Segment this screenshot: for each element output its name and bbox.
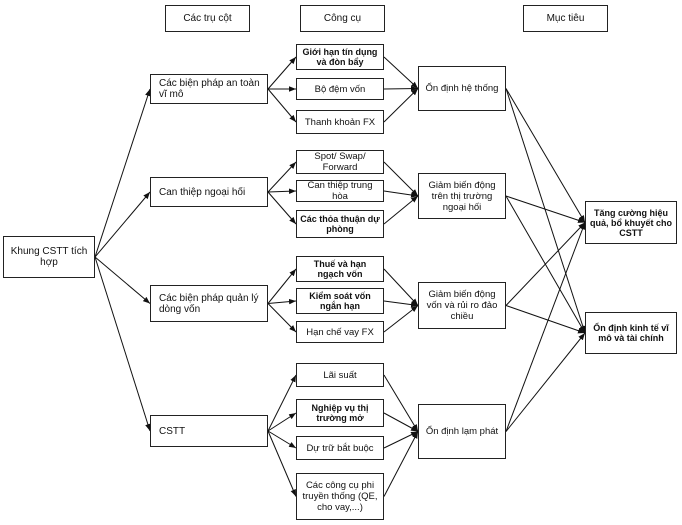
connector-arrow-root-to-p2	[94, 256, 151, 304]
root-node: Khung CSTT tích hợp	[3, 236, 95, 278]
connector-arrow-t2-to-g0	[383, 88, 419, 123]
connector-arrow-g3-to-f1	[505, 332, 586, 432]
tool-contingency-arrangements: Các thỏa thuận dự phòng	[296, 210, 384, 238]
tool-fx-borrowing-limits: Hạn chế vay FX	[296, 321, 384, 343]
header-pillars: Các trụ cột	[165, 5, 250, 32]
tool-fx-liquidity: Thanh khoản FX	[296, 110, 384, 134]
connector-arrow-p3-to-t10	[267, 412, 297, 432]
connector-arrow-t0-to-g0	[383, 56, 419, 89]
pillar-capital-flow-management: Các biện pháp quản lý dòng vốn	[150, 285, 268, 322]
header-tools: Công cụ	[300, 5, 385, 32]
tool-capital-buffer: Bộ đệm vốn	[296, 78, 384, 100]
connector-arrow-g2-to-f1	[505, 305, 586, 334]
connector-arrow-g0-to-f0	[505, 88, 586, 223]
connector-arrow-t5-to-g1	[383, 195, 419, 225]
connector-arrow-p0-to-t0	[267, 56, 297, 90]
connector-arrow-p3-to-t12	[267, 430, 297, 497]
tool-spot-swap-forward: Spot/ Swap/ Forward	[296, 150, 384, 174]
goal-reduce-fx-volatility: Giảm biến động trên thị trường ngoại hối	[418, 173, 506, 219]
connector-arrow-g3-to-f0	[505, 222, 586, 432]
connector-arrow-g1-to-f0	[505, 195, 586, 223]
connector-arrow-p1-to-t3	[267, 161, 297, 193]
tool-sterilized-intervention: Can thiệp trung hòa	[296, 180, 384, 202]
connector-arrow-t4-to-g1	[383, 190, 419, 198]
connector-arrow-p2-to-t7	[267, 298, 297, 305]
connector-arrow-p2-to-t6	[267, 268, 297, 304]
connector-arrow-p3-to-t9	[267, 374, 297, 432]
tool-short-term-capital-controls: Kiểm soát vốn ngắn hạn	[296, 288, 384, 314]
tool-unconventional-instruments: Các công cụ phi truyền thống (QE, cho va…	[296, 473, 384, 520]
connector-arrow-t1-to-g0	[383, 85, 419, 92]
connector-arrow-t6-to-g2	[383, 268, 419, 306]
tool-credit-leverage-limits: Giới hạn tín dụng và đòn bẩy	[296, 44, 384, 70]
connector-arrow-p0-to-t2	[267, 88, 297, 123]
pillar-monetary-policy: CSTT	[150, 415, 268, 447]
goal-system-stability: Ổn định hệ thống	[418, 66, 506, 111]
tool-reserve-requirements: Dự trữ bắt buộc	[296, 436, 384, 460]
final-goal-effectiveness: Tăng cường hiệu quả, bổ khuyết cho CSTT	[585, 201, 677, 244]
connector-arrow-g2-to-f0	[505, 222, 586, 306]
connector-arrow-root-to-p1	[94, 191, 151, 258]
connector-arrow-root-to-p3	[94, 256, 151, 432]
connector-arrow-t3-to-g1	[383, 161, 419, 197]
connector-arrow-t8-to-g2	[383, 305, 419, 333]
goal-reduce-capital-volatility: Giảm biến động vốn và rủi ro đảo chiều	[418, 282, 506, 329]
connector-arrow-t11-to-g3	[383, 431, 419, 449]
final-goal-macro-financial-stability: Ổn định kinh tế vĩ mô và tài chính	[585, 312, 677, 354]
connector-arrow-t10-to-g3	[383, 412, 419, 432]
connector-arrow-p1-to-t4	[267, 188, 297, 195]
connector-arrow-p3-to-t11	[267, 430, 297, 449]
tool-capital-taxes-quotas: Thuế và hạn ngạch vốn	[296, 256, 384, 282]
header-objectives: Mục tiêu	[523, 5, 608, 32]
pillar-fx-intervention: Can thiệp ngoại hối	[150, 177, 268, 207]
connector-arrow-g0-to-f1	[505, 88, 586, 334]
connector-arrow-p1-to-t5	[267, 191, 297, 225]
tool-open-market-operations: Nghiệp vụ thị trường mở	[296, 399, 384, 427]
goal-inflation-stability: Ổn định lạm phát	[418, 404, 506, 459]
tool-interest-rate: Lãi suất	[296, 363, 384, 387]
connector-arrow-t12-to-g3	[383, 431, 419, 497]
pillar-macroprudential: Các biện pháp an toàn vĩ mô	[150, 74, 268, 104]
connector-arrow-root-to-p0	[94, 88, 151, 258]
connector-arrow-t9-to-g3	[383, 374, 419, 432]
connector-arrow-p2-to-t8	[267, 303, 297, 333]
connector-arrow-t7-to-g2	[383, 300, 419, 308]
